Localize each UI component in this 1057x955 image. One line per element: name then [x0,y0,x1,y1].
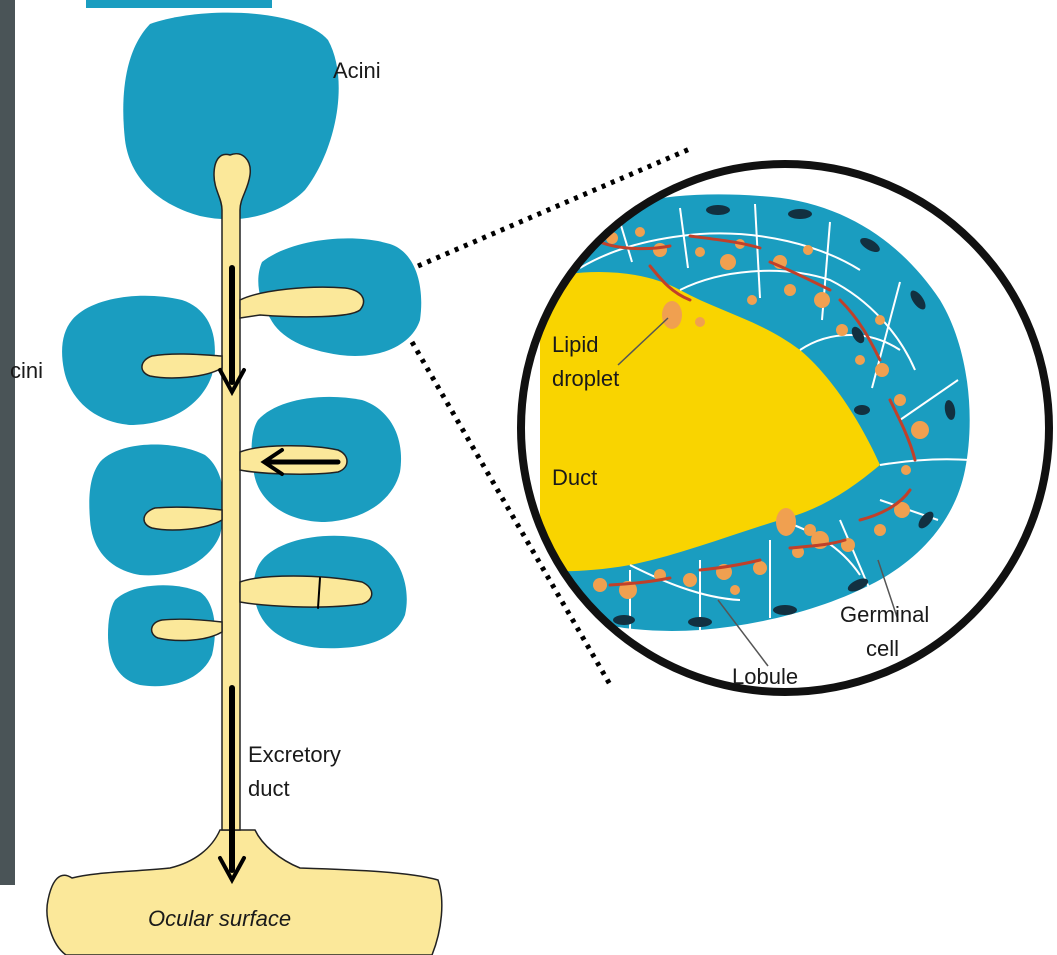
label-ocular-surface: Ocular surface [148,906,291,931]
ocular-surface-shape [47,830,442,955]
magnified-view [521,164,1049,692]
label-germinal-1: Germinal [840,602,929,627]
label-excretory-1: Excretory [248,742,341,767]
label-acini-left: cini [10,358,43,383]
label-excretory-2: duct [248,776,290,801]
branch-left-3 [152,619,222,640]
label-lobule: Lobule [732,664,798,689]
branch-right-3 [240,576,372,607]
label-acini-top: Acini [333,58,381,83]
label-germinal-2: cell [866,636,899,661]
label-lipid-1: Lipid [552,332,598,357]
label-lipid-2: droplet [552,366,619,391]
branch-right-1 [240,287,364,318]
label-duct: Duct [552,465,597,490]
